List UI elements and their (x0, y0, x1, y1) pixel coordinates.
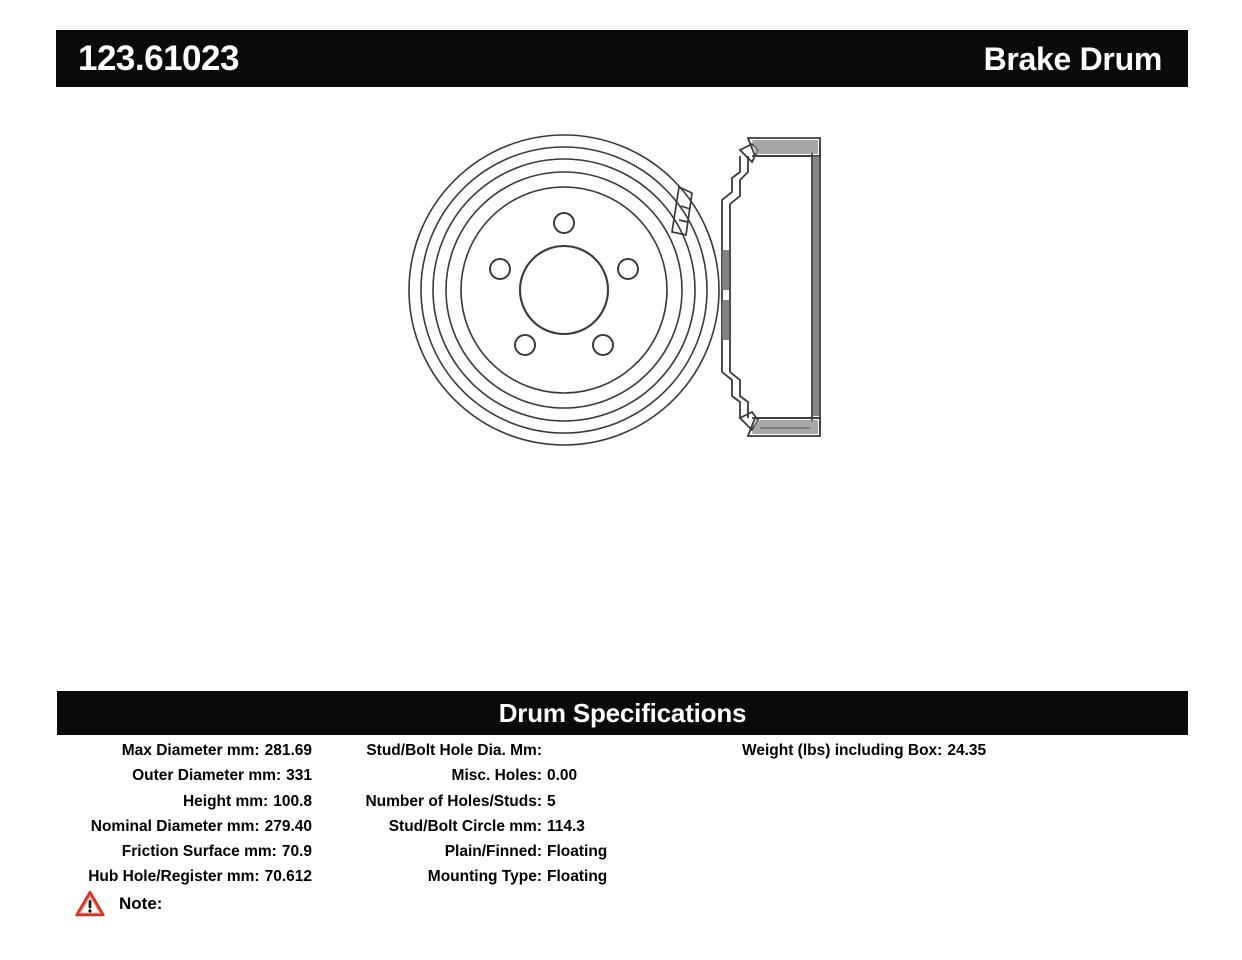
product-header-bar: 123.61023 Brake Drum (56, 30, 1188, 87)
drawing-svg (408, 134, 821, 446)
spec-row: Nominal Diameter mm: 279.40 (57, 814, 312, 839)
specs-column-weight: Weight (lbs) including Box: 24.35 (732, 738, 1172, 763)
spec-value: 5 (547, 792, 556, 810)
spec-label: Friction Surface mm: (121, 843, 277, 861)
spec-row: Stud/Bolt Circle mm: 114.3 (312, 814, 732, 839)
spec-value: 100.8 (273, 792, 312, 810)
spec-label: Number of Holes/Studs: (365, 792, 542, 810)
specs-section-title: Drum Specifications (498, 698, 747, 728)
spec-row: Weight (lbs) including Box: 24.35 (742, 738, 1172, 763)
front-view-edge-detail (671, 185, 693, 237)
spec-row: Max Diameter mm: 281.69 (57, 738, 312, 763)
spec-label: Mounting Type: (427, 868, 542, 886)
spec-label: Hub Hole/Register mm: (88, 868, 260, 886)
spec-value: 281.69 (264, 742, 312, 759)
warning-triangle-icon (75, 890, 105, 917)
front-view-stud-holes (489, 212, 639, 356)
drum-specifications-bar: Drum Specifications (57, 691, 1188, 735)
spec-row: Stud/Bolt Hole Dia. Mm: (312, 738, 732, 763)
spec-value: 114.3 (547, 817, 585, 835)
spec-label: Nominal Diameter mm: (90, 817, 260, 835)
side-view-flange-fill (752, 140, 818, 434)
spec-row: Mounting Type: Floating (312, 864, 732, 889)
spec-label: Max Diameter mm: (121, 742, 260, 759)
spec-value: 70.9 (281, 843, 312, 861)
spec-label: Height mm: (182, 792, 269, 810)
specs-column-dimensions: Max Diameter mm: 281.69 Outer Diameter m… (57, 738, 312, 890)
spec-row: Number of Holes/Studs: 5 (312, 789, 732, 814)
side-view-shading (722, 156, 819, 416)
spec-value: 279.40 (264, 817, 312, 835)
spec-label: Stud/Bolt Circle mm: (388, 817, 542, 835)
spec-label: Misc. Holes: (451, 767, 542, 785)
spec-row: Plain/Finned: Floating (312, 839, 732, 864)
spec-row: Outer Diameter mm: 331 (57, 763, 312, 788)
spec-value: 331 (286, 767, 312, 785)
specs-column-hardware: Stud/Bolt Hole Dia. Mm: Misc. Holes: 0.0… (312, 738, 732, 890)
brake-drum-technical-drawing (400, 110, 900, 470)
spec-label: Plain/Finned: (444, 843, 542, 861)
spec-value: Floating (547, 843, 608, 861)
part-number: 123.61023 (78, 39, 239, 78)
side-view-cross-section (721, 137, 821, 437)
spec-label: Weight (lbs) including Box: (742, 742, 943, 759)
spec-row: Hub Hole/Register mm: 70.612 (57, 864, 312, 889)
spec-label: Stud/Bolt Hole Dia. Mm: (366, 742, 542, 759)
spec-row: Height mm: 100.8 (57, 789, 312, 814)
spec-value: Floating (547, 868, 608, 886)
front-view-rings (408, 134, 720, 446)
spec-value: 24.35 (947, 742, 987, 759)
spec-value: 0.00 (547, 767, 578, 785)
drum-specifications-body: Max Diameter mm: 281.69 Outer Diameter m… (57, 738, 1188, 890)
note-label: Note: (119, 894, 163, 913)
spec-row: Misc. Holes: 0.00 (312, 763, 732, 788)
front-view-hub (518, 244, 610, 336)
note-row: Note: (75, 890, 176, 917)
spec-value: 70.612 (264, 868, 312, 886)
spec-row: Friction Surface mm: 70.9 (57, 839, 312, 864)
spec-label: Outer Diameter mm: (132, 767, 282, 785)
product-title: Brake Drum (983, 40, 1163, 77)
